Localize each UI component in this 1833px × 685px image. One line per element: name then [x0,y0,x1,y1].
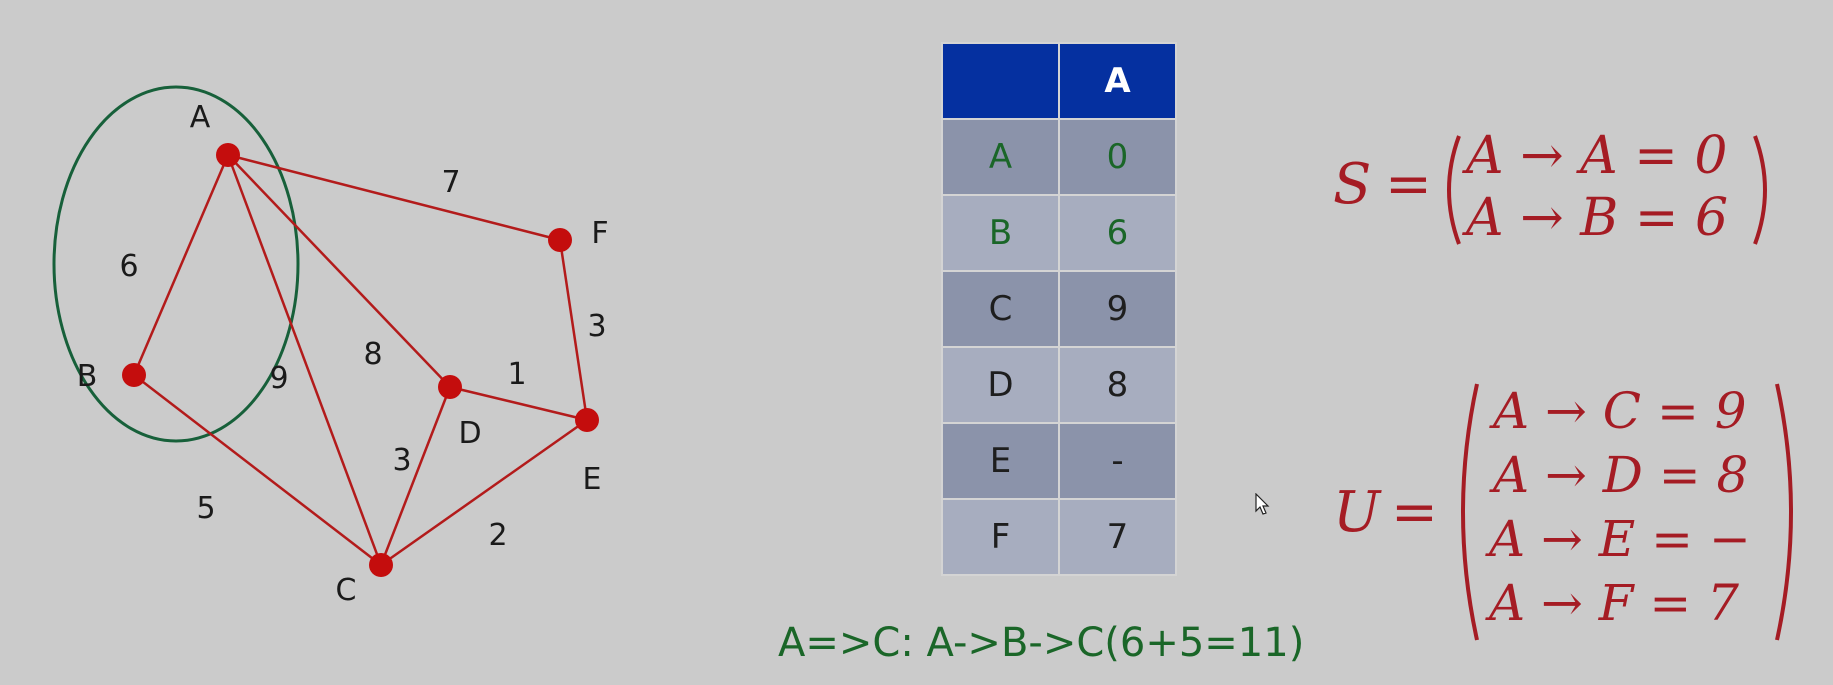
edge-weight-b-c: 5 [196,491,215,526]
edge-a-d [227,154,451,388]
edge-weight-a-b: 6 [119,249,138,284]
table-row-node: A [941,118,1060,196]
node-label-b: B [77,359,98,394]
node-label-c: C [336,573,357,608]
u-row: A → C = 9 [1493,382,1747,440]
edge-c-d [379,386,452,566]
u-equals-sign: = [1391,480,1438,545]
node-a [216,143,240,167]
node-label-d: D [458,416,481,451]
edge-a-f [227,153,561,242]
node-label-a: A [190,100,211,135]
table-row: B 6 [941,194,1177,272]
table-row: C 9 [941,270,1177,348]
s-set-formula: S = A → A = 0 A → B = 6 [1333,120,1773,260]
s-row: A → A = 0 [1466,126,1728,186]
node-f [548,228,572,252]
edge-a-b [132,154,230,376]
table-row-distance: 6 [1058,194,1177,272]
table-row-distance: 8 [1058,346,1177,424]
mouse-cursor-icon [1255,493,1270,515]
edge-weight-a-c: 9 [269,361,288,396]
u-row: A → D = 8 [1493,446,1749,504]
edge-weight-d-e: 1 [507,357,526,392]
edge-weight-c-e: 2 [488,518,507,553]
u-left-paren [1461,383,1479,641]
table-row: F 7 [941,498,1177,576]
u-row: A → E = − [1489,510,1751,568]
edge-b-c [133,374,382,566]
table-header-source: A [1058,42,1177,120]
node-label-f: F [591,216,608,251]
path-note: A=>C: A->B->C(6+5=11) [778,620,1305,666]
s-left-paren [1447,135,1461,245]
table-row-node: B [941,194,1060,272]
node-e [575,408,599,432]
table-row: D 8 [941,346,1177,424]
node-d [438,375,462,399]
node-b [122,363,146,387]
table-row: A 0 [941,118,1177,196]
table-header-corner [941,42,1060,120]
s-set-label: S [1333,152,1372,217]
edge-weight-c-d: 3 [392,443,411,478]
edge-weight-a-f: 7 [441,165,460,200]
edge-d-e [449,385,588,422]
table-header-row: A [941,42,1177,120]
u-set-formula: U = A → C = 9 A → D = 8 A → E = − A → F … [1333,382,1813,642]
table-row-distance: 7 [1058,498,1177,576]
settled-set-ellipse [52,85,300,443]
s-equals-sign: = [1385,152,1432,217]
edge-weight-a-d: 8 [363,337,382,372]
edge-c-e [380,418,588,567]
table-row-node: E [941,422,1060,500]
graph-diagram: A B C D E F 6 9 8 7 5 3 2 1 3 [52,85,609,608]
table-row-node: C [941,270,1060,348]
u-row: A → F = 7 [1489,574,1739,632]
node-c [369,553,393,577]
edge-weight-e-f: 3 [587,309,606,344]
distance-table: A A 0 B 6 C 9 D 8 E - F 7 [941,42,1177,576]
table-row-node: D [941,346,1060,424]
u-right-paren [1775,383,1793,641]
u-set-label: U [1333,480,1381,545]
node-label-e: E [583,462,602,497]
table-row-distance: - [1058,422,1177,500]
table-row-node: F [941,498,1060,576]
table-row-distance: 9 [1058,270,1177,348]
s-right-paren [1753,135,1767,245]
edge-e-f [558,239,589,421]
table-row-distance: 0 [1058,118,1177,196]
table-row: E - [941,422,1177,500]
s-row: A → B = 6 [1466,188,1729,248]
edge-a-c [226,154,383,566]
